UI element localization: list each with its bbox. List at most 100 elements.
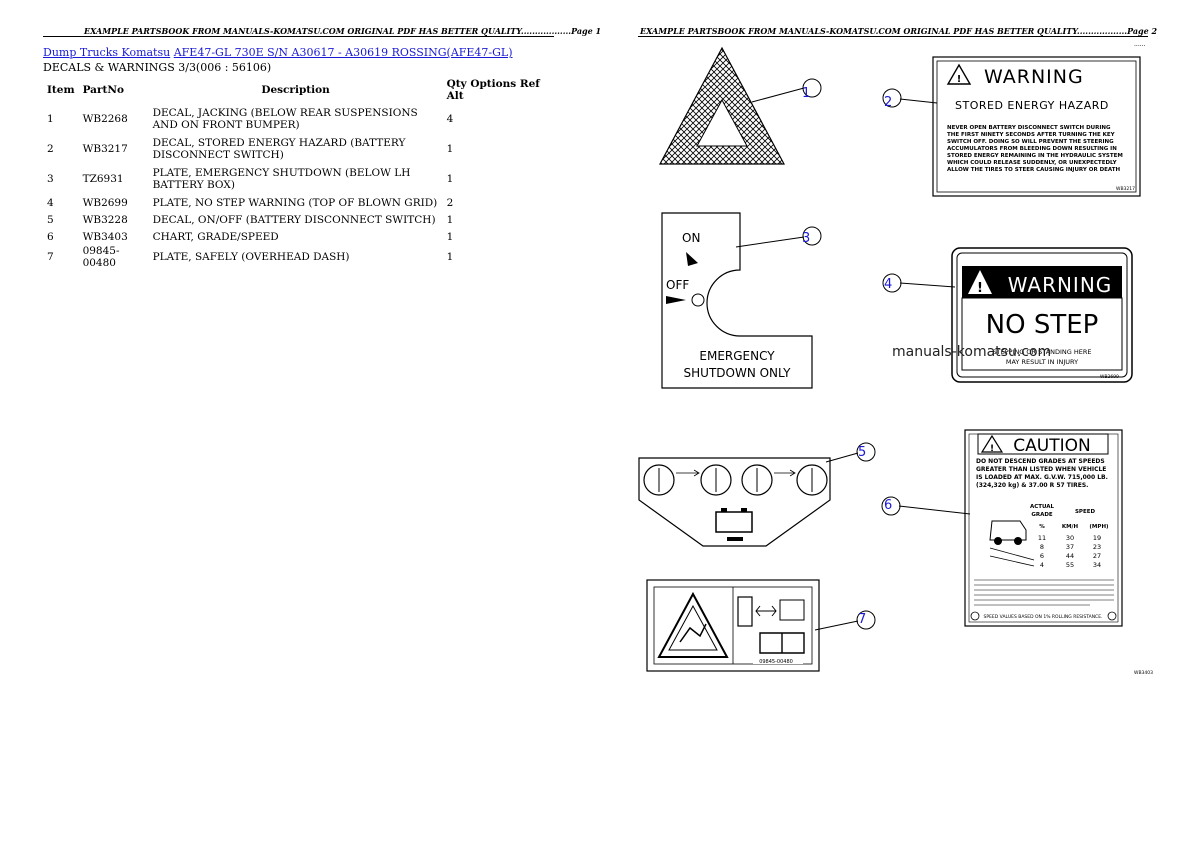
- corner-mark: WB3403: [1134, 670, 1153, 676]
- warning4-big: NO STEP: [986, 310, 1099, 340]
- warning2-body-line: ACCUMULATORS FROM BLEEDING DOWN RESULTIN…: [947, 146, 1117, 152]
- row-desc: DECAL, JACKING (BELOW REAR SUSPENSIONS A…: [152, 106, 418, 131]
- caution6-col-speed: SPEED: [1075, 509, 1096, 515]
- caution6-footer: SPEED VALUES BASED ON 1% ROLLING RESISTA…: [984, 614, 1103, 620]
- stored-energy-warning-figure: ! WARNING STORED ENERGY HAZARD NEVER OPE…: [882, 56, 1141, 197]
- mph-cell: 23: [1093, 543, 1101, 551]
- callout-6: 6: [884, 498, 893, 513]
- table-row: 1 WB2268 DECAL, JACKING (BELOW REAR SUSP…: [43, 103, 547, 134]
- table-row: 7 09845-00480 PLATE, SAFELY (OVERHEAD DA…: [43, 245, 547, 269]
- table-row: 5 WB3228 DECAL, ON/OFF (BATTERY DISCONNE…: [43, 211, 547, 228]
- warning2-body-line: WHICH COULD RELEASE SUDDENLY, OR UNEXPEC…: [947, 160, 1118, 166]
- row-item: 1: [47, 112, 54, 125]
- callout-7: 7: [858, 612, 867, 627]
- callout-3: 3: [802, 231, 811, 246]
- warning4-code: WB2699: [1100, 374, 1119, 380]
- safety-plate-figure: 09845-00480: [646, 579, 876, 672]
- row-qty: 1: [446, 251, 454, 263]
- table-row: 6 WB3403 CHART, GRADE/SPEED 1: [43, 228, 547, 245]
- warning2-body-line: THE FIRST NINETY SECONDS AFTER TURNING T…: [947, 132, 1116, 138]
- row-item: 5: [47, 213, 54, 226]
- section-title: DECALS & WARNINGS 3/3(006 : 56106): [43, 61, 272, 74]
- warning4-line1: STEPPING OR STANDING HERE: [992, 348, 1091, 356]
- caution-grade-speed-chart-figure: ! CAUTION DO NOT DESCEND GRADES AT SPEED…: [881, 429, 1123, 627]
- row-desc: PLATE, SAFELY (OVERHEAD DASH): [152, 251, 350, 263]
- parts-table: Item PartNo Description Qty Options Ref …: [43, 77, 547, 269]
- caution6-line: (324,320 kg) & 37.00 R 57 TIRES.: [976, 482, 1088, 489]
- emergency-shutdown-plate-figure: ON OFF EMERGENCY SHUTDOWN ONLY: [661, 212, 822, 389]
- caution6-line: DO NOT DESCEND GRADES AT SPEEDS: [976, 458, 1105, 465]
- row-qty: 1: [446, 143, 454, 155]
- caution6-col-mph: (MPH): [1089, 524, 1109, 530]
- table-row: 4 WB2699 PLATE, NO STEP WARNING (TOP OF …: [43, 194, 547, 211]
- warning2-subtitle: STORED ENERGY HAZARD: [955, 99, 1109, 112]
- warning4-title: WARNING: [1008, 273, 1113, 297]
- row-qty: 2: [446, 196, 454, 209]
- caution6-line: GREATER THAN LISTED WHEN VEHICLE: [976, 466, 1106, 473]
- col-description: Description: [261, 84, 330, 96]
- row-partno: WB3228: [82, 213, 128, 226]
- watermark: manuals-komatsu.com: [892, 344, 1052, 360]
- warning2-code: WB3217: [1116, 186, 1135, 192]
- plate3-line1: EMERGENCY: [699, 349, 775, 363]
- callout-1: 1: [802, 86, 811, 101]
- warning2-title: WARNING: [984, 66, 1084, 88]
- kmh-cell: 55: [1066, 561, 1074, 569]
- row-partno: 09845-00480: [82, 245, 120, 269]
- breadcrumb-link-model[interactable]: AFE47-GL 730E S/N A30617 - A30619 ROSSIN…: [173, 46, 513, 59]
- col-item: Item: [47, 84, 75, 96]
- row-qty: 1: [446, 230, 454, 243]
- row-partno: WB2699: [82, 196, 128, 209]
- grade-cell: 6: [1040, 552, 1044, 560]
- row-desc: PLATE, EMERGENCY SHUTDOWN (BELOW LH BATT…: [152, 167, 411, 191]
- plate3-off: OFF: [666, 278, 689, 292]
- caution6-col-pct: %: [1039, 524, 1045, 530]
- page2-header: EXAMPLE PARTSBOOK FROM MANUALS-KOMATSU.C…: [640, 26, 1158, 36]
- row-qty: 4: [446, 112, 454, 125]
- kmh-cell: 30: [1066, 534, 1074, 542]
- grade-cell: 8: [1040, 543, 1044, 551]
- row-partno: TZ6931: [82, 173, 124, 185]
- col-partno: PartNo: [82, 84, 124, 96]
- col-qty: Qty Options Ref Alt: [446, 78, 540, 102]
- kmh-cell: 44: [1066, 552, 1074, 560]
- callout-2: 2: [884, 95, 893, 110]
- caution6-col-actual: ACTUAL: [1030, 504, 1055, 510]
- no-step-warning-figure: ! WARNING NO STEP STEPPING OR STANDING H…: [882, 247, 1133, 383]
- plate3-on: ON: [682, 231, 700, 245]
- mph-cell: 19: [1093, 534, 1101, 542]
- callout-5: 5: [858, 445, 867, 460]
- caution6-col-kmh: KM/H: [1062, 524, 1079, 530]
- row-desc: DECAL, STORED ENERGY HAZARD (BATTERY DIS…: [152, 137, 406, 161]
- on-off-battery-decal-figure: [638, 442, 876, 547]
- row-item: 3: [47, 173, 54, 185]
- caution6-line: IS LOADED AT MAX. G.V.W. 715,000 LB.: [976, 474, 1108, 481]
- plate7-code: 09845-00480: [759, 659, 793, 665]
- callout-4: 4: [884, 277, 893, 292]
- row-item: 6: [47, 230, 54, 243]
- plate3-line2: SHUTDOWN ONLY: [684, 366, 792, 380]
- svg-text:!: !: [977, 281, 983, 296]
- row-partno: WB2268: [82, 112, 128, 125]
- grade-cell: 11: [1038, 534, 1046, 542]
- row-item: 7: [47, 251, 54, 263]
- page1-header: EXAMPLE PARTSBOOK FROM MANUALS-KOMATSU.C…: [84, 26, 602, 36]
- svg-text:!: !: [990, 444, 994, 454]
- page2-dots: ......: [1134, 41, 1146, 48]
- warning2-body-line: SWITCH OFF. DOING SO WILL PREVENT THE ST…: [947, 139, 1114, 145]
- table-row: 3 TZ6931 PLATE, EMERGENCY SHUTDOWN (BELO…: [43, 164, 547, 194]
- breadcrumb-link-dump-trucks[interactable]: Dump Trucks Komatsu: [43, 46, 171, 59]
- mph-cell: 27: [1093, 552, 1101, 560]
- row-partno: WB3217: [82, 143, 128, 155]
- caution6-title: CAUTION: [1013, 436, 1090, 456]
- parts-table-header: Item PartNo Description Qty Options Ref …: [43, 77, 547, 103]
- row-partno: WB3403: [82, 230, 128, 243]
- grade-cell: 4: [1040, 561, 1044, 569]
- row-item: 4: [47, 196, 54, 209]
- mph-cell: 34: [1093, 561, 1101, 569]
- row-desc: DECAL, ON/OFF (BATTERY DISCONNECT SWITCH…: [152, 213, 436, 226]
- kmh-cell: 37: [1066, 543, 1074, 551]
- warning2-body-line: NEVER OPEN BATTERY DISCONNECT SWITCH DUR…: [947, 125, 1111, 131]
- row-item: 2: [47, 143, 54, 155]
